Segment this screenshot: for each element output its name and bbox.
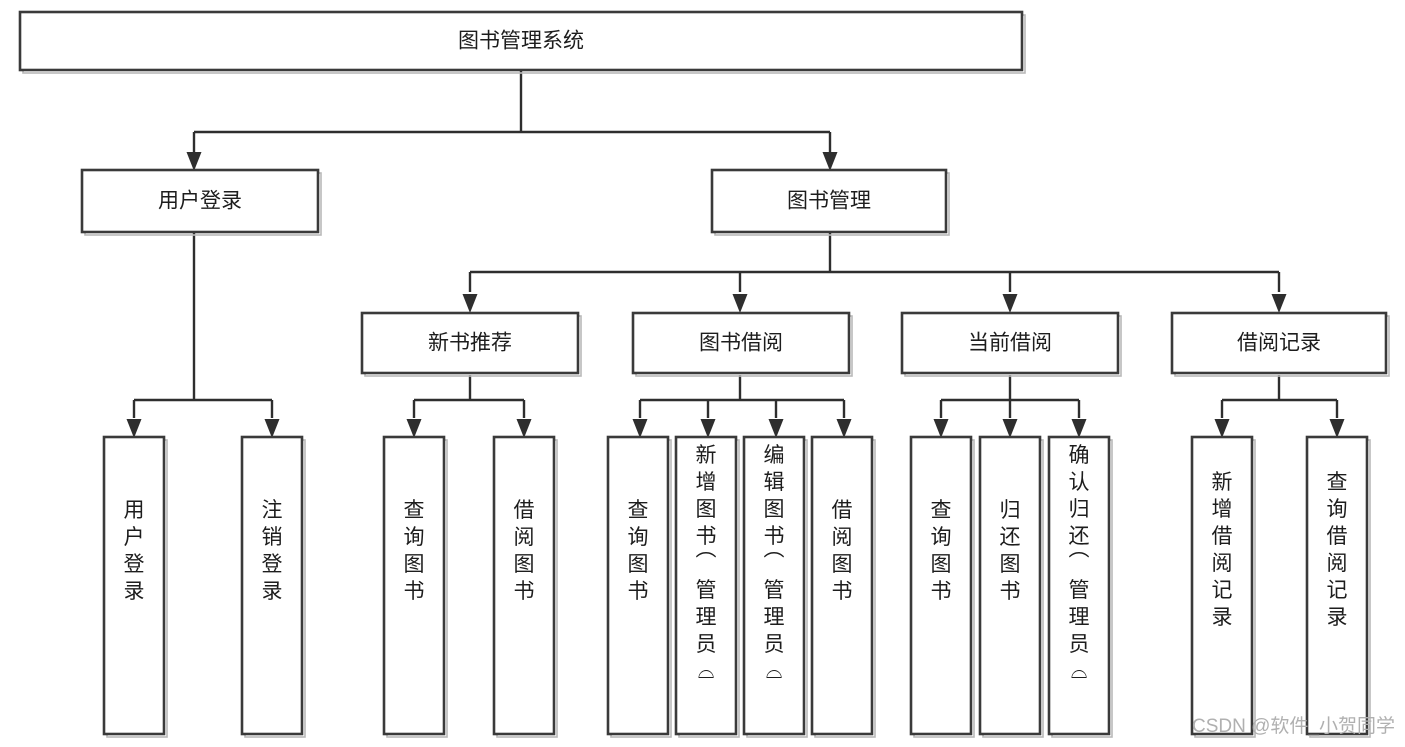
node-borrow-record-label: 借阅记录 [1237, 332, 1321, 355]
arrow-to-borrow-record [1271, 294, 1287, 313]
node-leaf-query-record[interactable]: 查询借阅记录 [1305, 435, 1371, 738]
arrow-to-leaf-query-record [1329, 419, 1345, 438]
node-leaf-query-record-label: 查询借阅记录 [1327, 471, 1348, 629]
node-leaf-edit-book[interactable]: 编辑图书⌒管理员⌓ [742, 435, 808, 738]
node-leaf-logout-login[interactable]: 注销登录 [240, 435, 306, 738]
node-leaf-confirm-return[interactable]: 确认归还⌒管理员⌓ [1047, 435, 1113, 738]
node-leaf-edit-book-label: 编辑图书⌒管理员⌓ [764, 444, 785, 683]
node-book-borrow[interactable]: 图书借阅 [631, 311, 853, 377]
node-leaf-borrow-book-1[interactable]: 借阅图书 [492, 435, 558, 738]
csdn-watermark: CSDN @软件_小贺同学 [1192, 715, 1395, 737]
node-leaf-return-book[interactable]: 归还图书 [978, 435, 1044, 738]
node-root[interactable]: 图书管理系统 [18, 10, 1026, 74]
node-user-login-label: 用户登录 [158, 190, 242, 213]
arrow-to-leaf-add-record [1214, 419, 1230, 438]
arrow-to-leaf-user-login [126, 419, 142, 438]
arrow-to-leaf-return-book [1002, 419, 1018, 438]
node-leaf-query-book-1-label: 查询图书 [404, 499, 425, 603]
node-leaf-query-book-2[interactable]: 查询图书 [606, 435, 672, 738]
arrow-to-leaf-logout-login [264, 419, 280, 438]
node-book-management[interactable]: 图书管理 [710, 168, 950, 236]
node-leaf-query-book-3-label: 查询图书 [931, 499, 952, 603]
node-leaf-return-book-label: 归还图书 [1000, 499, 1021, 603]
arrow-to-leaf-confirm-return [1071, 419, 1087, 438]
node-leaf-add-record-label: 新增借阅记录 [1212, 471, 1233, 629]
node-leaf-borrow-book-1-label: 借阅图书 [514, 499, 535, 603]
arrow-to-leaf-borrow-book-2 [836, 419, 852, 438]
arrow-to-book-management [822, 152, 838, 171]
arrow-to-leaf-query-book-2 [632, 419, 648, 438]
node-borrow-record[interactable]: 借阅记录 [1170, 311, 1390, 377]
node-leaf-confirm-return-label: 确认归还⌒管理员⌓ [1069, 444, 1090, 683]
node-current-borrow-label: 当前借阅 [968, 332, 1052, 355]
node-book-management-label: 图书管理 [787, 190, 871, 213]
arrow-to-user-login [186, 152, 202, 171]
node-user-login[interactable]: 用户登录 [80, 168, 322, 236]
node-leaf-user-login-label: 用户登录 [124, 499, 145, 603]
node-leaf-logout-login-label: 注销登录 [262, 499, 283, 603]
node-leaf-query-book-3[interactable]: 查询图书 [909, 435, 975, 738]
node-leaf-add-book-label: 新增图书⌒管理员⌓ [696, 444, 717, 683]
node-leaf-query-book-2-label: 查询图书 [628, 499, 649, 603]
node-current-borrow[interactable]: 当前借阅 [900, 311, 1122, 377]
node-leaf-add-book[interactable]: 新增图书⌒管理员⌓ [674, 435, 740, 738]
node-leaf-query-book-1[interactable]: 查询图书 [382, 435, 448, 738]
node-new-book-recommend[interactable]: 新书推荐 [360, 311, 582, 377]
node-new-book-recommend-label: 新书推荐 [428, 332, 512, 355]
node-leaf-user-login[interactable]: 用户登录 [102, 435, 168, 738]
connector-layer [126, 70, 1345, 438]
arrow-to-leaf-edit-book [768, 419, 784, 438]
arrow-to-leaf-add-book [700, 419, 716, 438]
arrow-to-current-borrow [1002, 294, 1018, 313]
arrow-to-leaf-borrow-book-1 [516, 419, 532, 438]
node-book-borrow-label: 图书借阅 [699, 332, 783, 355]
node-root-label: 图书管理系统 [458, 30, 584, 53]
arrow-to-leaf-query-book-3 [933, 419, 949, 438]
node-leaf-borrow-book-2-label: 借阅图书 [832, 499, 853, 603]
arrow-to-new-book-recommend [462, 294, 478, 313]
node-leaf-borrow-book-2[interactable]: 借阅图书 [810, 435, 876, 738]
arrow-to-book-borrow [732, 294, 748, 313]
arrow-to-leaf-query-book-1 [406, 419, 422, 438]
node-leaf-add-record[interactable]: 新增借阅记录 [1190, 435, 1256, 738]
